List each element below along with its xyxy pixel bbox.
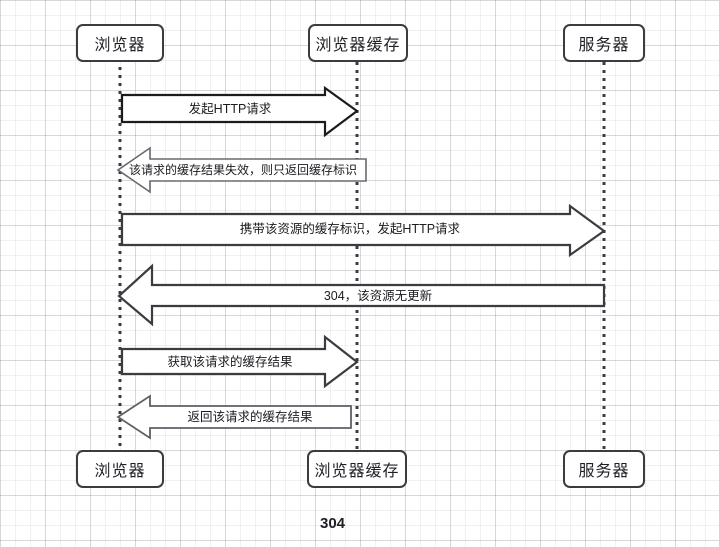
message-arrow-5 — [120, 334, 359, 389]
lifeline-header-server[interactable]: 服务器 — [563, 24, 645, 62]
lifeline-footer-server-label: 服务器 — [578, 463, 630, 480]
lifeline-footer-browser-cache[interactable]: 浏览器缓存 — [307, 450, 407, 488]
lifeline-footer-browser-label: 浏览器 — [94, 463, 146, 480]
message-arrow-3 — [120, 203, 606, 258]
lifeline-lines — [118, 62, 606, 450]
lifeline-header-server-label: 服务器 — [578, 37, 630, 54]
lifeline-footer-browser[interactable]: 浏览器 — [76, 450, 164, 488]
message-arrow-1 — [120, 85, 359, 138]
lifeline-footer-browser-cache-label: 浏览器缓存 — [314, 463, 400, 480]
message-arrow-4 — [117, 263, 606, 327]
diagram-caption: 304 — [320, 515, 346, 532]
lifeline-header-browser-cache-label: 浏览器缓存 — [315, 37, 401, 54]
lifeline-header-browser[interactable]: 浏览器 — [76, 24, 164, 62]
lifeline-header-browser-label: 浏览器 — [94, 37, 146, 54]
lifeline-footer-server[interactable]: 服务器 — [563, 450, 645, 488]
message-arrow-6 — [116, 394, 352, 440]
message-arrow-2 — [116, 146, 367, 194]
lifeline-header-browser-cache[interactable]: 浏览器缓存 — [308, 24, 408, 62]
